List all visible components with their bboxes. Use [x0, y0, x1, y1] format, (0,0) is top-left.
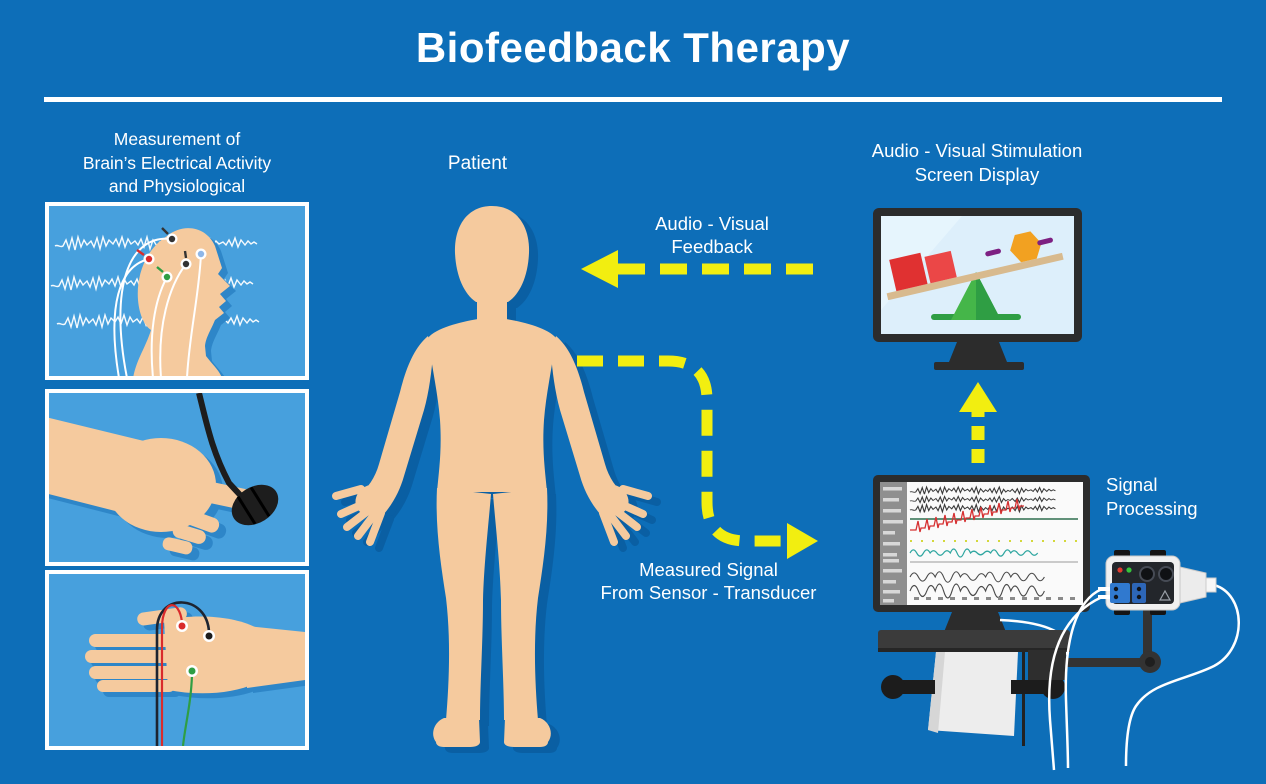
arm-horizontal-bar	[1064, 658, 1148, 667]
patient-label: Patient	[447, 153, 508, 174]
seesaw-plank	[886, 252, 1064, 301]
seesaw-scene	[886, 231, 1064, 320]
finger-sensor	[231, 484, 279, 526]
hand-electrodes-illustration	[85, 601, 305, 746]
stim-monitor-base	[934, 362, 1024, 370]
processing-heading-line1: Signal	[1106, 474, 1158, 495]
feedback-label-line1: Audio - Visual	[655, 213, 769, 234]
terminal-block-left	[1110, 583, 1130, 603]
feedback-label-line2: Feedback	[671, 236, 753, 257]
signal-monitor	[873, 475, 1090, 632]
orange-hexagon	[1010, 231, 1042, 263]
skin-electrodes	[176, 620, 215, 677]
signal-processing-heading: Signal Processing	[1106, 473, 1256, 521]
stimulation-heading-line2: Screen Display	[914, 164, 1040, 185]
chart-paper	[928, 652, 1018, 736]
title-divider	[44, 97, 1222, 102]
terminal-block-right	[1132, 583, 1146, 603]
green-led	[1126, 567, 1132, 573]
signal-processing-device	[1047, 550, 1240, 771]
finger-sensor-illustration	[49, 393, 279, 562]
measured-signal-label: Measured Signal From Sensor - Transducer	[566, 558, 851, 604]
body	[336, 206, 648, 747]
sensor-cable	[196, 393, 245, 500]
red-square-large	[889, 252, 928, 292]
processing-heading-line2: Processing	[1106, 498, 1198, 519]
cart-shelf	[878, 630, 1070, 650]
measurement-heading-line1: Measurement of	[113, 129, 241, 149]
measured-label-line2: From Sensor - Transducer	[600, 582, 817, 603]
time-axis-ticks	[914, 597, 1075, 600]
measured-label-line1: Measured Signal	[639, 559, 778, 580]
signal-monitor-neck	[944, 612, 1006, 632]
measurement-heading: Measurement of Brain’s Electrical Activi…	[38, 128, 316, 199]
scalp-electrodes	[136, 227, 207, 283]
electrode-lead-wires	[155, 601, 211, 746]
cart-knobs	[881, 675, 1065, 699]
up-arrowhead	[959, 382, 997, 412]
measured-signal-arrow	[577, 355, 818, 559]
device-cables	[1047, 583, 1240, 771]
measurement-heading-line3: and Physiological	[108, 176, 246, 196]
feedback-arrow	[581, 250, 822, 288]
measured-arrowhead	[787, 523, 818, 559]
warning-icon	[1158, 589, 1172, 601]
motion-dash	[1037, 237, 1053, 246]
motion-dash	[985, 248, 1001, 257]
knob-left	[1139, 566, 1155, 582]
feedback-arrow-label: Audio - Visual Feedback	[608, 212, 816, 258]
connector-plug	[1179, 566, 1207, 604]
measurement-heading-line2: Brain’s Electrical Activity	[82, 152, 272, 173]
stimulation-monitor	[873, 208, 1082, 370]
channel-label-bars	[883, 487, 903, 603]
patient-body-illustration	[336, 206, 657, 753]
electrode-wires	[113, 237, 202, 376]
page-title: Biofeedback Therapy	[415, 24, 851, 71]
up-arrow	[959, 382, 997, 463]
stimulation-heading-line1: Audio - Visual Stimulation	[871, 140, 1083, 161]
feedback-arrowhead	[581, 250, 618, 288]
cart-pole	[1022, 650, 1025, 746]
eeg-head-illustration	[50, 227, 260, 376]
arm-vertical-bar	[1143, 606, 1152, 666]
arm-mount-box	[1028, 650, 1066, 680]
signal-monitor-screen	[880, 482, 1083, 605]
red-square-small	[924, 250, 957, 284]
stimulation-heading: Audio - Visual Stimulation Screen Displa…	[852, 139, 1102, 187]
equipment-cart	[878, 606, 1161, 746]
waveform-traces	[909, 486, 1078, 599]
red-led	[1117, 567, 1123, 573]
ecg-trace	[910, 498, 1024, 533]
stim-monitor-neck	[949, 342, 1007, 362]
knob-right	[1158, 566, 1174, 582]
